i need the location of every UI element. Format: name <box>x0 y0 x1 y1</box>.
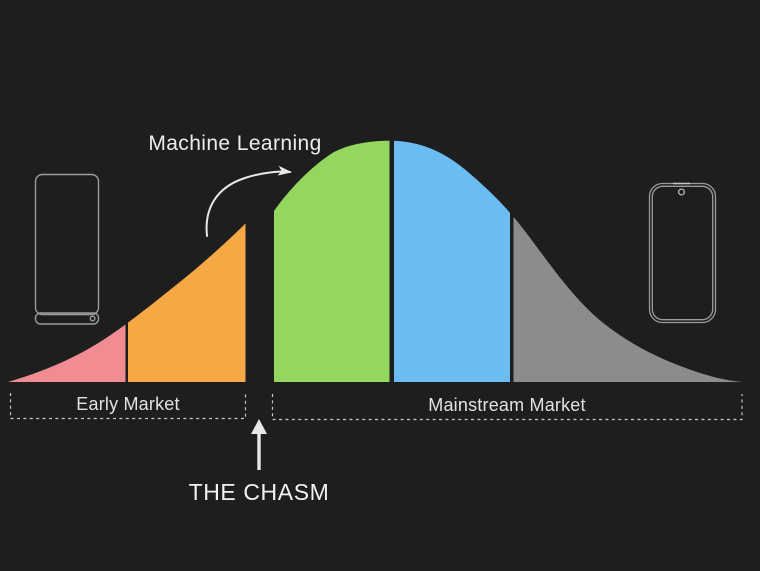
old-phone-icon <box>34 173 100 325</box>
chasm-arrow-icon <box>251 419 267 434</box>
old-phone-chin <box>34 312 100 325</box>
early-market-label: Early Market <box>76 394 180 414</box>
modern-phone-camera-icon <box>677 188 686 196</box>
modern-phone-inner <box>651 185 714 321</box>
mainstream-market-bracket <box>271 394 743 421</box>
curved-arrow-icon <box>205 165 292 237</box>
machine-learning-label: Machine Learning <box>148 132 322 155</box>
mainstream-market-label: Mainstream Market <box>428 395 586 415</box>
modern-phone-icon <box>648 182 717 324</box>
the-chasm-label: THE CHASM <box>188 479 330 505</box>
early-market-bracket <box>9 393 247 420</box>
old-phone-camera-icon <box>89 315 96 322</box>
old-phone-body <box>34 173 100 316</box>
